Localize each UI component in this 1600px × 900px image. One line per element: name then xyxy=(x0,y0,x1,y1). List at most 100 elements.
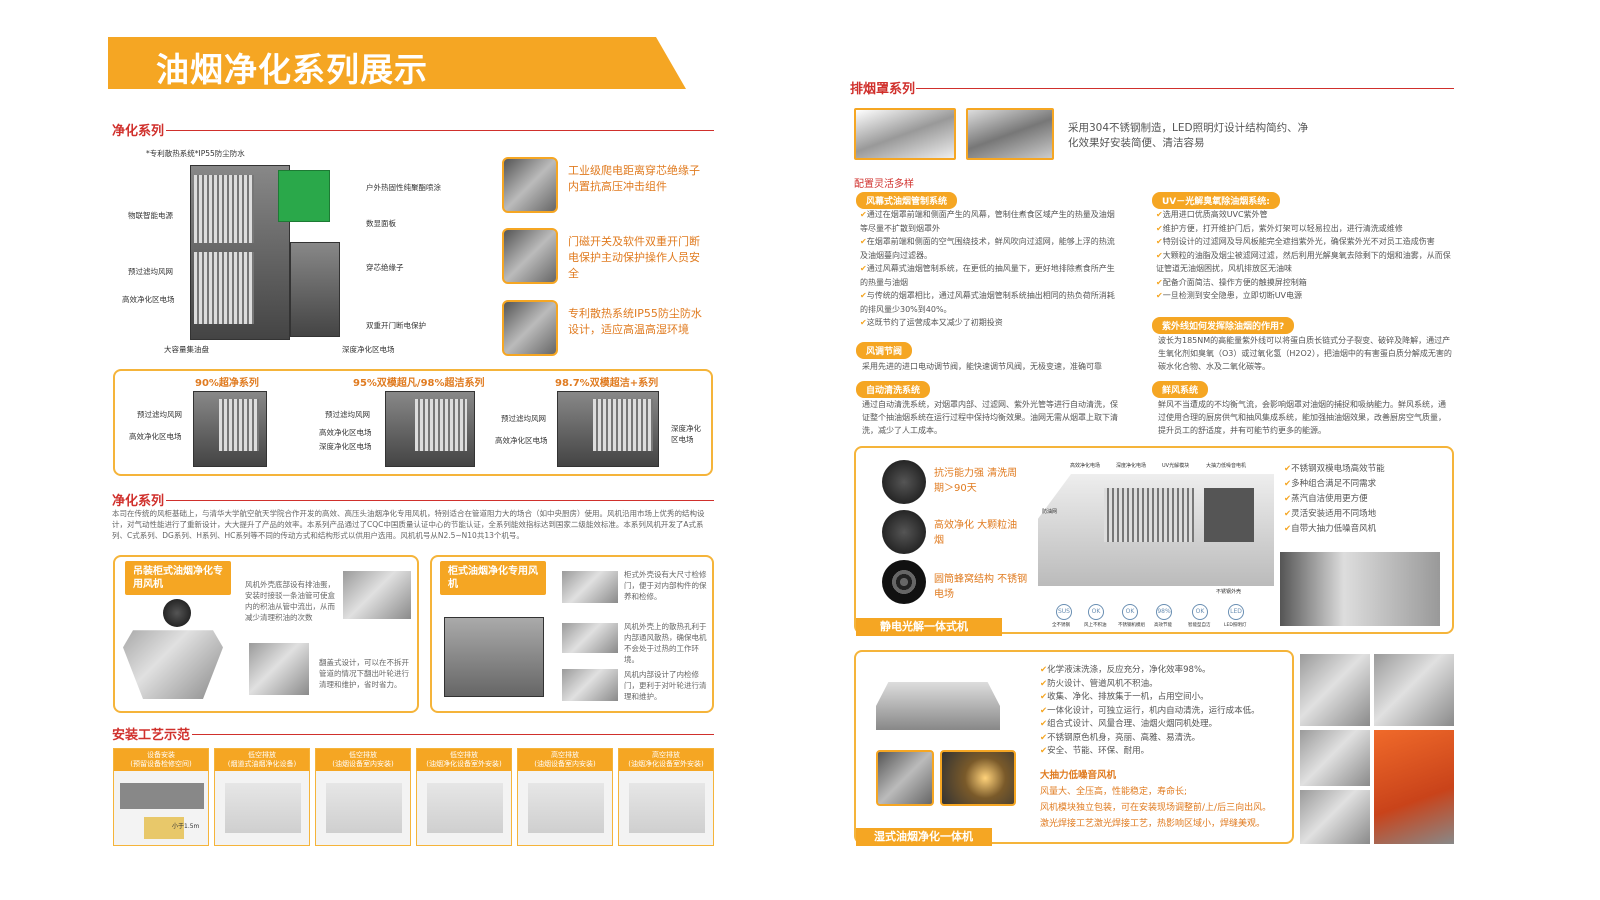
install-step-base xyxy=(144,817,184,839)
actuator-photo xyxy=(1374,730,1454,844)
uv-item: 选用进口优质高效UVC紫外管 xyxy=(1156,208,1452,222)
section-title-hood: 排烟罩系列 xyxy=(850,82,916,97)
wet-fan-line: 激光焊接工艺激光焊接工艺，热影响区域小，焊缝美观。 xyxy=(1040,819,1266,829)
esp-check-item: 蒸汽自洁使用更方便 xyxy=(1284,492,1450,507)
series-title: 90%超净系列 xyxy=(195,378,259,389)
install-step-room xyxy=(326,783,402,833)
install-steps: 设备安装(预留设备检修空间) 小于1.5m 低空排放 (烟道式油烟净化设备) 低空… xyxy=(113,748,715,846)
wet-fan-lines: 风量大、全压高，性能稳定，寿命长; 风机模块独立包装，可在安装现场调整前/上/后… xyxy=(1040,784,1290,832)
uv-explain-text: 波长为185NM的高能量紫外线可以将蛋白质长链式分子裂变、破碎及降解，通过产生氧… xyxy=(1158,336,1452,371)
wet-check-item: 安全、节能、环保、耐用。 xyxy=(1040,745,1290,759)
fan-photo xyxy=(876,750,934,806)
uv-item: 大颗粒的油脂及烟尘被滤网过滤，然后利用光解臭氧去除剩下的烟和油雾，从而保证管道无… xyxy=(1156,249,1452,276)
wet-product-box: 湿式油烟净化一体机 化学液沫洗涤，反应充分，净化效率98%。 防火设计、管道风机… xyxy=(854,650,1294,846)
esp-filter-stack xyxy=(1104,488,1194,542)
config-title: 配置灵活多样 xyxy=(854,179,914,190)
section-title-fan: 净化系列 xyxy=(112,494,165,509)
wet-check-item: 防火设计、管道风机不积油。 xyxy=(1040,678,1290,692)
power-box-green xyxy=(278,170,330,222)
air-curtain-item: 这既节约了运营成本又减少了初期投资 xyxy=(860,316,1120,330)
air-curtain-item: 在烟罩前端和侧面的空气围绕技术，鲜风吹向过滤网，能够上浮的热流及油烟蔓向过滤器。 xyxy=(860,235,1120,262)
esp-diag-label: 不锈钢外壳 xyxy=(1216,589,1242,595)
install-step-sub: (烟道式油烟净化设备) xyxy=(227,760,297,768)
uv-item: 维护方便，打开维护门后，紫外灯架可以轻易拉出，进行清洗或维修 xyxy=(1156,222,1452,236)
icon-caption: 风上不积油 xyxy=(1084,623,1107,628)
esp-check-item: 自带大抽力低噪音风机 xyxy=(1284,522,1450,537)
filter-cell-icon xyxy=(882,460,926,504)
upper-filter xyxy=(194,175,254,243)
series-filter xyxy=(415,399,467,451)
icon-caption: 智能型自洁 xyxy=(1188,623,1211,628)
section-title-purify: 净化系列 xyxy=(112,124,165,139)
section-divider xyxy=(916,88,1454,89)
install-step-room xyxy=(528,783,604,833)
uv-item: 配备介面简洁、操作方便的触摸屏控制箱 xyxy=(1156,276,1452,290)
cabinet-fan-box: 柜式油烟净化专用风机 柜式外壳设有大尺寸检修门，便于对内部构件的保养和检修。 风… xyxy=(430,555,714,713)
module-icon: OK xyxy=(1122,604,1138,620)
series-label: 预过滤均风网 xyxy=(501,414,546,423)
hanging-fan-note: 风机外壳底部设有排油蛋，安装时接驳一条油管可使盒内的积油从管中流出，从而减少清理… xyxy=(245,580,335,622)
install-step: 设备安装(预留设备检修空间) 小于1.5m xyxy=(113,748,209,846)
series-label: 预过滤均风网 xyxy=(325,410,370,419)
label-outdoor: 户外热固性纯聚酯喷涂 xyxy=(366,183,441,192)
install-step-room xyxy=(629,783,705,833)
install-step-sub: (油烟设备室内安装) xyxy=(534,760,596,768)
feature-tag: UV－光解臭氧除油烟系统: xyxy=(1152,192,1280,209)
feature-tag: 风调节阀 xyxy=(856,342,913,359)
page-title: 油烟净化系列展示 xyxy=(156,50,428,89)
laser-weld-photo xyxy=(940,750,1016,806)
icon-caption: 全不锈钢 xyxy=(1052,623,1070,628)
insulator-photo xyxy=(502,157,558,213)
install-step-note: 小于1.5m xyxy=(172,823,200,830)
fan-detail-photo xyxy=(562,571,618,603)
auto-clean-text: 通过自动清洗系统，对烟罩内部、过滤网、紫外光管等进行自动清洗，保证整个抽油烟系统… xyxy=(862,400,1118,435)
wet-check-item: 不锈钢原色机身，亮丽、高雅、易清洗。 xyxy=(1040,732,1290,746)
series-label: 预过滤均风网 xyxy=(137,410,182,419)
stainless-icon: SUS xyxy=(1056,604,1072,620)
detail-photo xyxy=(1300,730,1370,786)
feature-text: 专利散热系统IP55防尘防水设计，适应高温高湿环境 xyxy=(568,307,702,336)
series-label: 深度净化区电场 xyxy=(319,442,372,451)
install-step: 低空排放(油烟净化设备室外安装) xyxy=(416,748,512,846)
install-step-label: 高空排放(油烟设备室内安装) xyxy=(518,749,612,771)
honeycomb-icon xyxy=(882,560,926,604)
fresh-air-text: 鲜风不当遭成的不均衡气流，会影响烟罩对油烟的捕捉和吸纳能力。鲜风系统，通过使用合… xyxy=(1158,400,1446,435)
feature-text: 门磁开关及软件双重开门断电保护主动保护操作人员安全 xyxy=(568,235,700,280)
label-prefilter: 预过滤均风网 xyxy=(128,267,173,276)
detail-photo xyxy=(1374,654,1454,726)
feature-tag: 紫外线如何发挥除油烟的作用? xyxy=(1152,317,1295,334)
series-label: 高效净化区电场 xyxy=(495,436,548,445)
section-divider xyxy=(192,734,714,735)
install-step-label: 低空排放(油烟净化设备室外安装) xyxy=(417,749,511,771)
uv-item: 特别设计的过滤网及导风板能完全遮挡紫外光，确保紫外光不对员工造成伤害 xyxy=(1156,235,1452,249)
install-step-room xyxy=(427,783,503,833)
install-step: 高空排放(油烟设备室内安装) xyxy=(517,748,613,846)
esp-check-item: 灵活安装适用不同场地 xyxy=(1284,507,1450,522)
section-divider xyxy=(166,500,714,501)
install-step-title: 低空排放 xyxy=(450,751,478,759)
series-title: 98.7%双模超洁+系列 xyxy=(555,378,659,389)
esp-diag-label: 防油网 xyxy=(1042,509,1058,515)
air-curtain-list: 通过在烟罩前端和侧面产生的风幕，管制住煮食区域产生的热量及油烟等尽量不扩散到烟罩… xyxy=(860,208,1120,330)
install-step-sub: (油烟净化设备室外安装) xyxy=(628,760,704,768)
install-step-room xyxy=(225,783,301,833)
esp-diag-label: UV光解模块 xyxy=(1162,463,1190,469)
main-purifier-diagram: *专利散热系统*IP55防尘防水 户外热固性纯聚酯喷涂 物联智能电源 数显面板 … xyxy=(110,140,490,360)
cabinet-fan-photo xyxy=(444,617,544,697)
cabinet-fan-note: 风机外壳上的散热孔利于内部通风散热，确保电机不会处于过热的工作环境。 xyxy=(624,622,707,664)
series-filter xyxy=(593,399,653,451)
label-top-note: *专利散热系统*IP55防尘防水 xyxy=(146,149,245,158)
esp-feature: 高效净化 大颗粒油烟 xyxy=(934,520,1018,546)
hanging-fan-note: 翻盖式设计，可以在不拆开管道的情况下翻出叶轮进行清理和维护，省时省力。 xyxy=(319,658,409,689)
label-oil-tray: 大容量集油盘 xyxy=(164,345,209,354)
led-icon: LED xyxy=(1228,604,1244,620)
install-step: 低空排放(油烟设备室内安装) xyxy=(315,748,411,846)
series-label: 高效净化区电场 xyxy=(129,432,182,441)
install-step-label: 高空排放(油烟净化设备室外安装) xyxy=(619,749,713,771)
air-curtain-item: 通过在烟罩前端和侧面产生的风幕，管制住煮食区域产生的热量及油烟等尽量不扩散到烟罩… xyxy=(860,208,1120,235)
hanging-fan-photo xyxy=(123,630,223,699)
esp-diag-label: 大抽力低噪音电机 xyxy=(1206,463,1247,469)
fan-impeller-photo xyxy=(249,643,309,695)
esp-diag-label: 高效净化电场 xyxy=(1070,463,1101,469)
cabinet-fan-note: 风机内部设计了内检修门，更利于对叶轮进行清理和维护。 xyxy=(624,670,707,701)
